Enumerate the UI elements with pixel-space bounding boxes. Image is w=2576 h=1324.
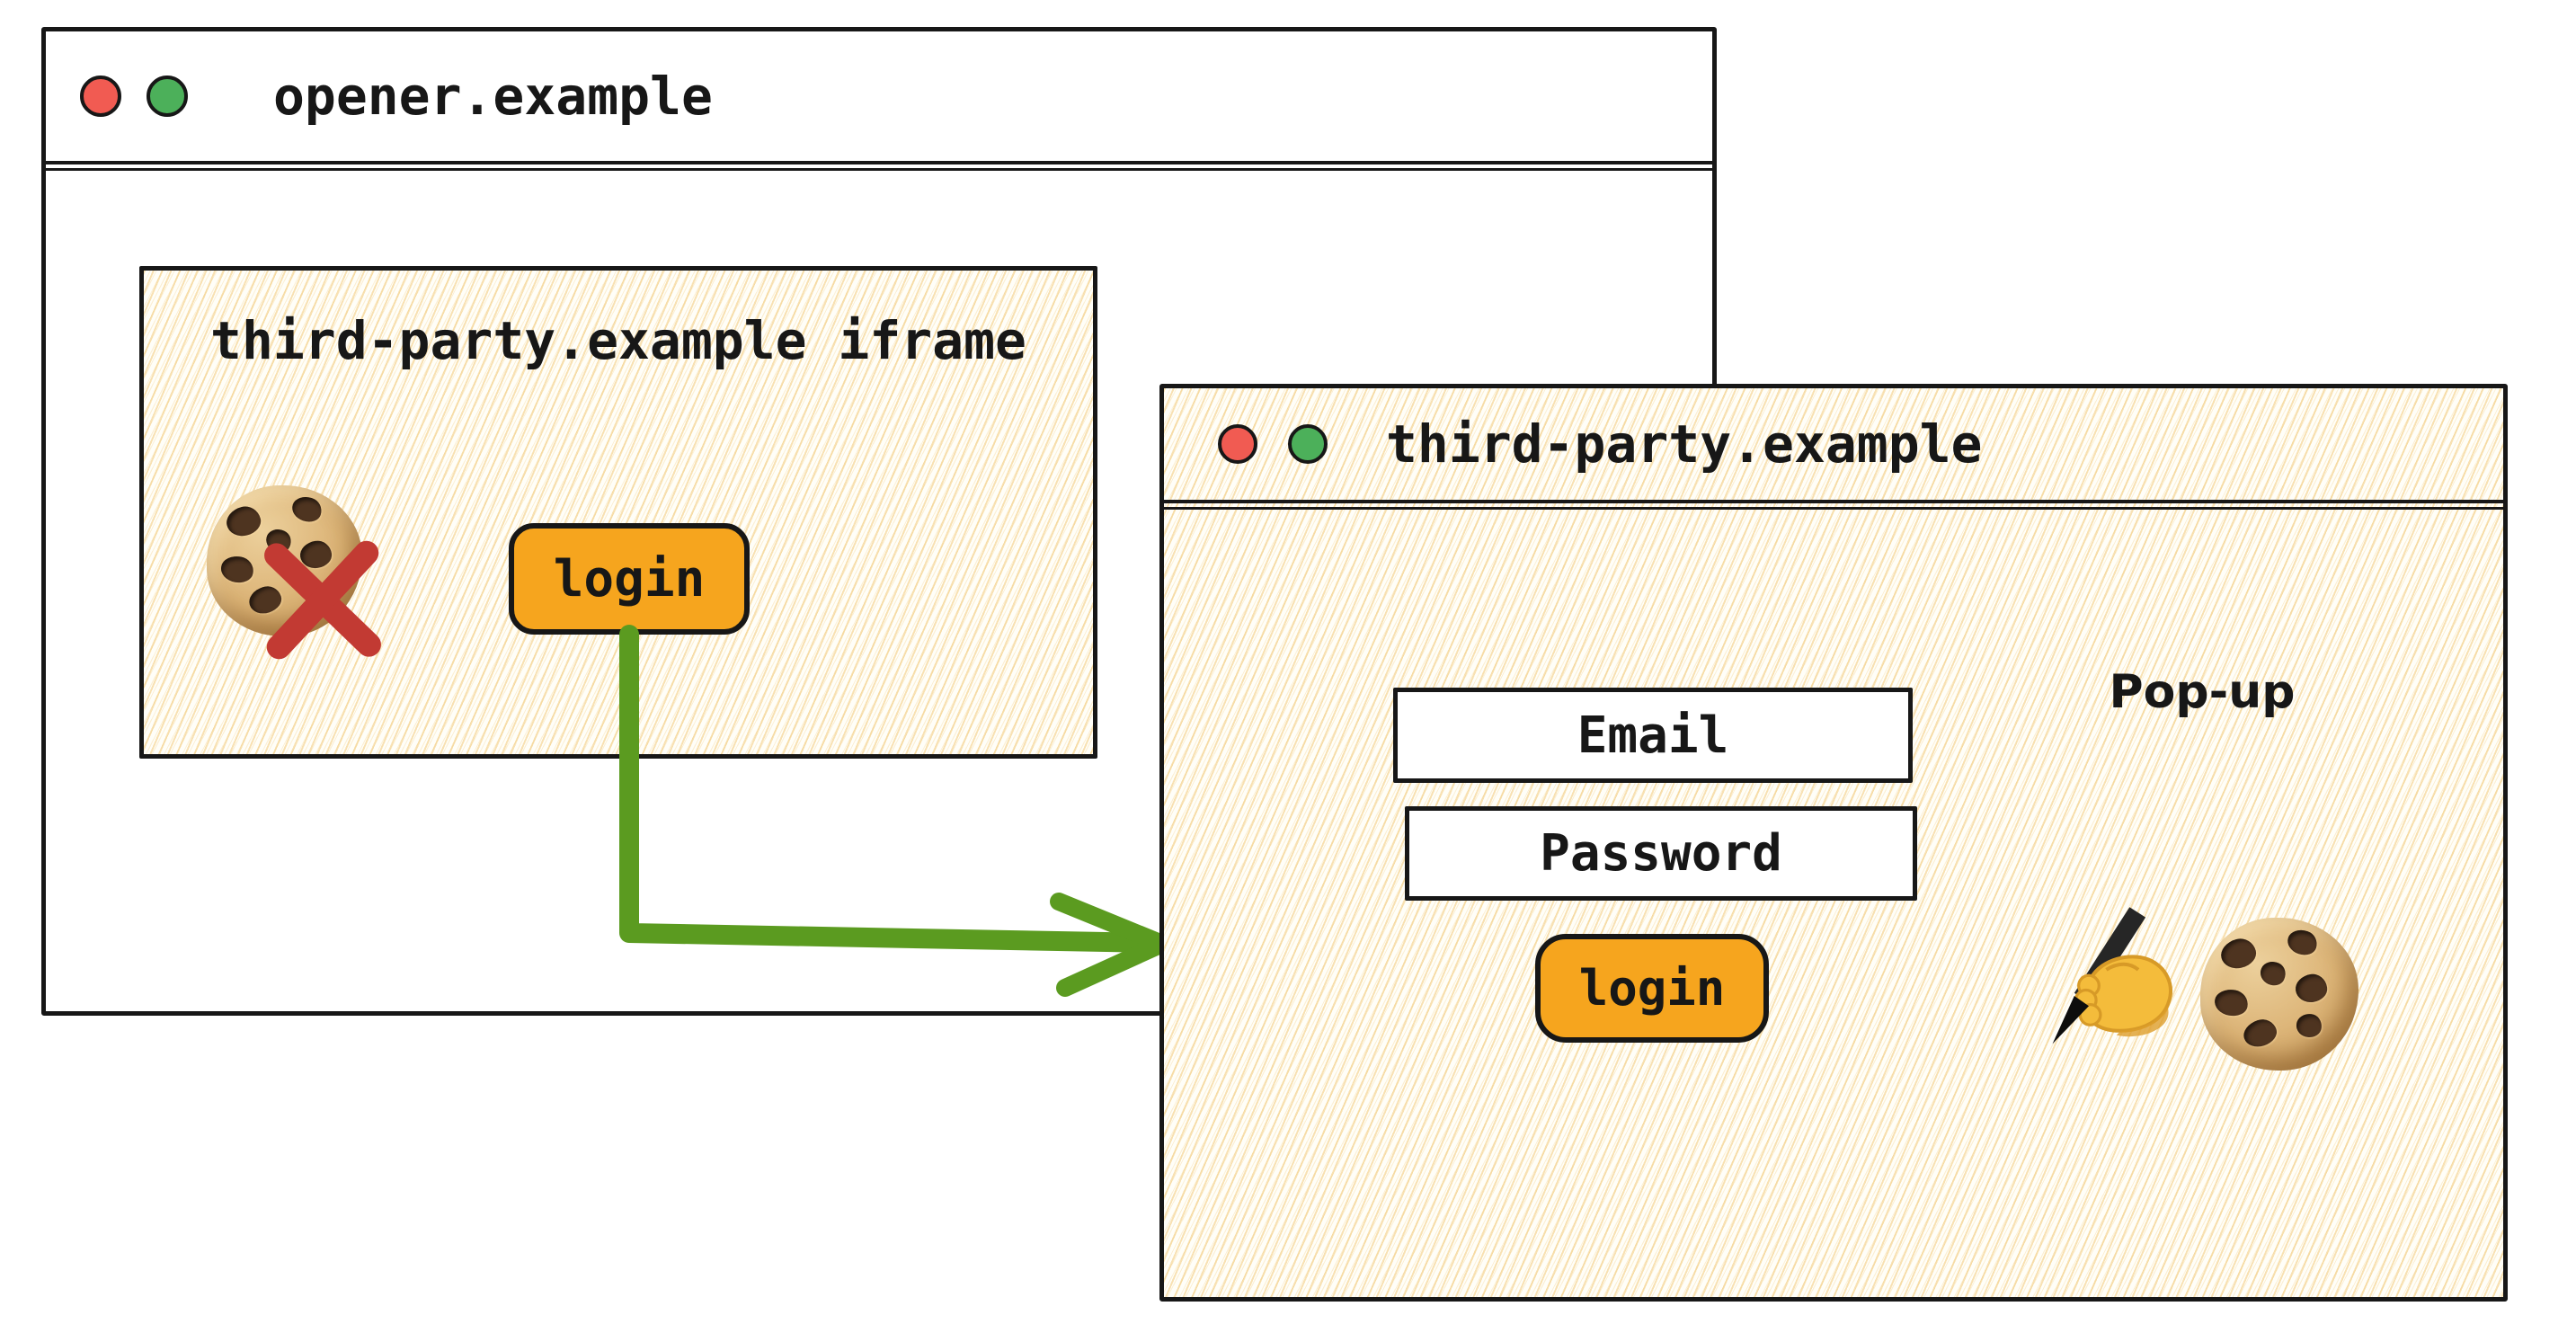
popup-window-title: third-party.example (1386, 413, 1983, 475)
traffic-light-green-icon[interactable] (1288, 424, 1328, 464)
popup-label: Pop-up (2109, 665, 2296, 719)
iframe-label: third-party.example iframe (210, 310, 1026, 371)
popup-content: Email Password login Pop-up (1164, 503, 2503, 1293)
iframe-login-button[interactable]: login (509, 523, 750, 635)
popup-window: third-party.example Email Password login… (1159, 384, 2508, 1302)
red-cross-icon (265, 545, 380, 654)
traffic-light-red-icon[interactable] (1218, 424, 1257, 464)
writing-hand-icon (2052, 907, 2172, 1044)
third-party-iframe: third-party.example iframe login (139, 266, 1097, 759)
traffic-light-green-icon[interactable] (147, 76, 188, 117)
popup-titlebar: third-party.example (1159, 388, 2508, 510)
password-field[interactable]: Password (1405, 806, 1917, 901)
traffic-light-red-icon[interactable] (80, 76, 121, 117)
opener-content: third-party.example iframe login (46, 164, 1712, 1008)
email-field[interactable]: Email (1393, 688, 1913, 783)
popup-login-button[interactable]: login (1535, 934, 1769, 1043)
cookie-icon (2200, 918, 2358, 1071)
opener-window-title: opener.example (273, 66, 713, 127)
opener-titlebar: opener.example (41, 31, 1717, 171)
